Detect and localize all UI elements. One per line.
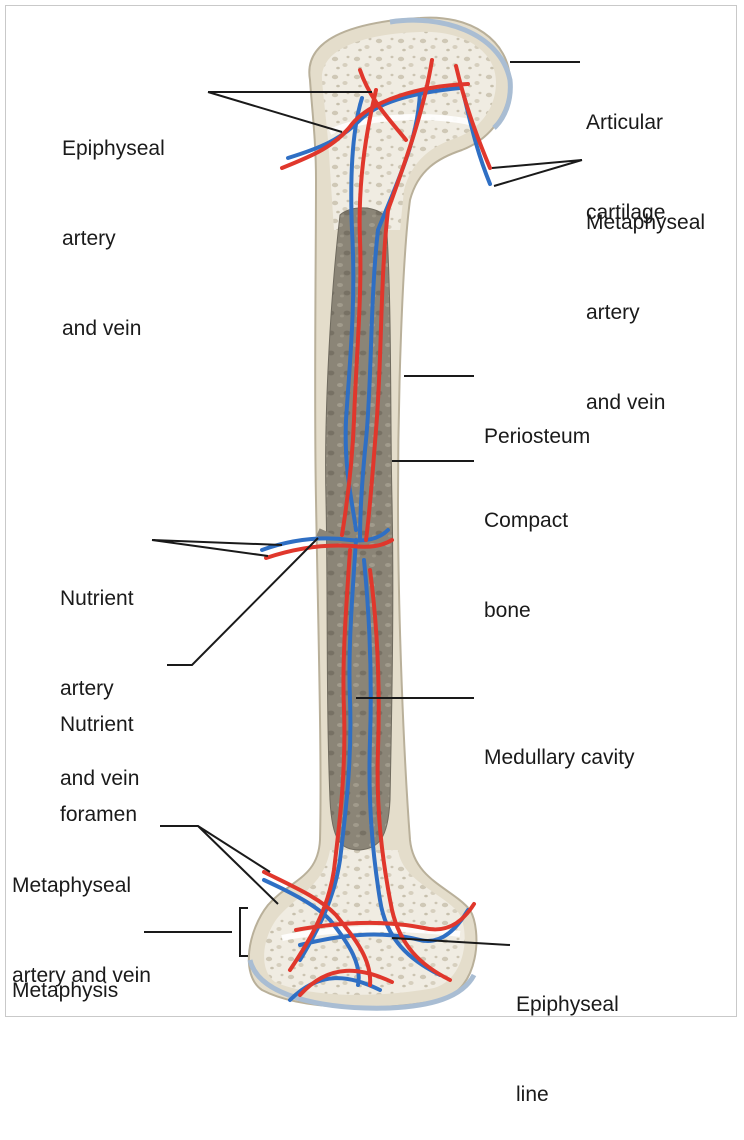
leader-nutrient-artery [151, 539, 283, 557]
metaphysis-bracket [239, 907, 248, 957]
bone-illustration [144, 16, 583, 1011]
leader-nutrient-foramen [167, 537, 319, 666]
leader-metaphyseal-bottom [160, 825, 279, 905]
label-nutrient-artery-vein: Nutrient artery and vein [60, 587, 140, 790]
leader-epiphyseal-line [391, 937, 511, 946]
arteries [262, 58, 492, 997]
leader-lines [144, 61, 583, 957]
figure-frame [5, 5, 737, 1017]
label-metaphysis: Metaphysis [12, 979, 119, 1002]
label-nutrient-foramen: Nutrient foramen [60, 713, 138, 826]
epiphyseal-line-distal [281, 926, 461, 941]
label-metaphyseal-artery-vein-bottom: Metaphyseal artery and vein [12, 874, 151, 987]
label-articular-cartilage: Articular cartilage [586, 111, 666, 224]
articular-cartilage [389, 17, 513, 130]
label-epiphyseal-artery-vein-top: Epiphyseal artery and vein [62, 137, 165, 340]
label-medullary-cavity: Medullary cavity [484, 746, 635, 769]
label-metaphyseal-artery-vein-top: Metaphyseal artery and vein [586, 211, 706, 414]
label-epiphyseal-line: Epiphyseal line [516, 993, 619, 1106]
epiphyseal-line-proximal [328, 114, 471, 135]
leader-metaphyseal-top [491, 159, 583, 187]
label-compact-bone: Compact bone [484, 509, 569, 622]
leader-epiphyseal-top [207, 91, 372, 133]
articular-cartilage-bottom [247, 959, 477, 1011]
label-periosteum: Periosteum [484, 425, 591, 448]
